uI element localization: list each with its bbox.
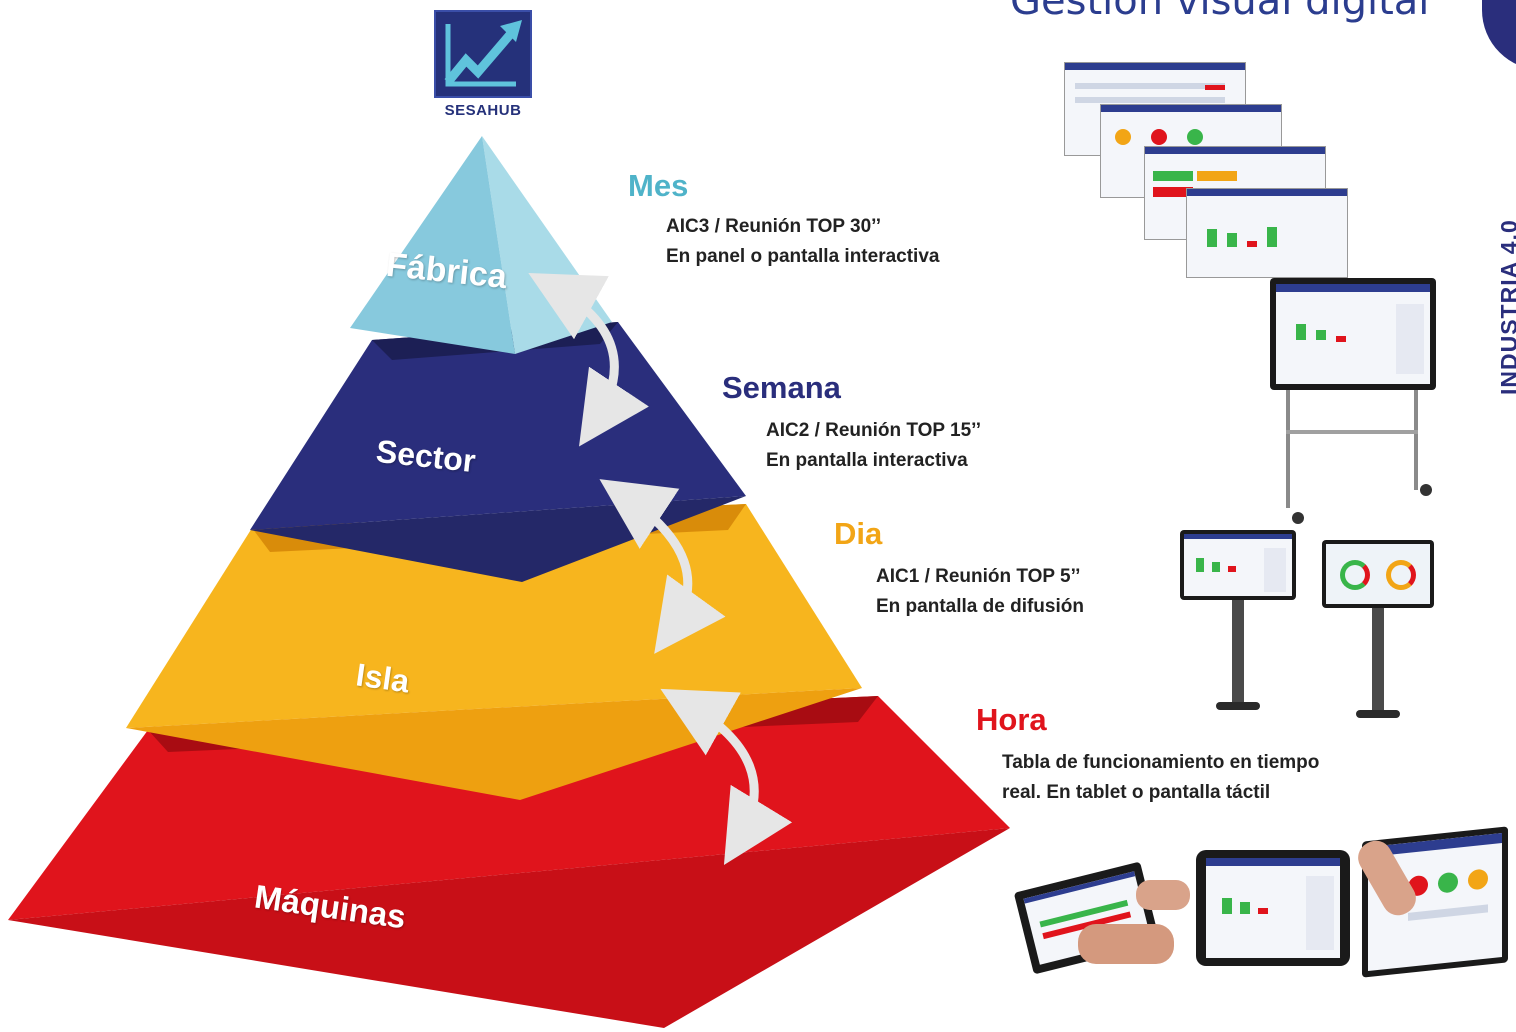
growth-arrow-icon [444, 20, 522, 87]
period-hora: Hora [976, 702, 1047, 737]
logo-mark [434, 10, 532, 98]
page-title: Gestión visual digital [1010, 0, 1430, 24]
arrow-mes-semana [528, 272, 649, 447]
tablet-image [1196, 850, 1350, 966]
logo-text: SESAHUB [444, 102, 522, 119]
tablet-hand-image [1013, 858, 1190, 975]
pyramid [8, 136, 1010, 1028]
side-tab [1482, 0, 1516, 70]
period-semana-line1: AIC2 / Reunión TOP 15’’ [766, 420, 982, 441]
touch-screen-image [1352, 826, 1508, 978]
level-label-isla: Isla [353, 656, 412, 700]
side-label: INDUSTRIA 4.0 [1496, 219, 1516, 395]
period-hora-line2: real. En tablet o pantalla táctil [1002, 782, 1271, 803]
period-semana: Semana [722, 370, 841, 405]
arrow-dia-hora [660, 688, 793, 866]
interactive-board-image [1270, 278, 1436, 528]
period-dia-line1: AIC1 / Reunión TOP 5’’ [876, 566, 1081, 587]
totem-screen-1-image [1180, 530, 1296, 714]
period-mes: Mes [628, 168, 689, 203]
dashboard-stack-image [1064, 62, 1348, 278]
totem-screen-2-image [1322, 540, 1434, 720]
period-dia-line2: En pantalla de difusión [876, 596, 1084, 617]
period-mes-line2: En panel o pantalla interactiva [666, 246, 940, 267]
period-dia: Dia [834, 516, 883, 551]
sesahub-logo: SESAHUB [424, 10, 542, 119]
arrow-semana-dia [599, 479, 726, 654]
period-hora-line1: Tabla de funcionamiento en tiempo [1002, 752, 1320, 773]
period-mes-line1: AIC3 / Reunión TOP 30’’ [666, 216, 882, 237]
period-semana-line2: En pantalla interactiva [766, 450, 968, 471]
